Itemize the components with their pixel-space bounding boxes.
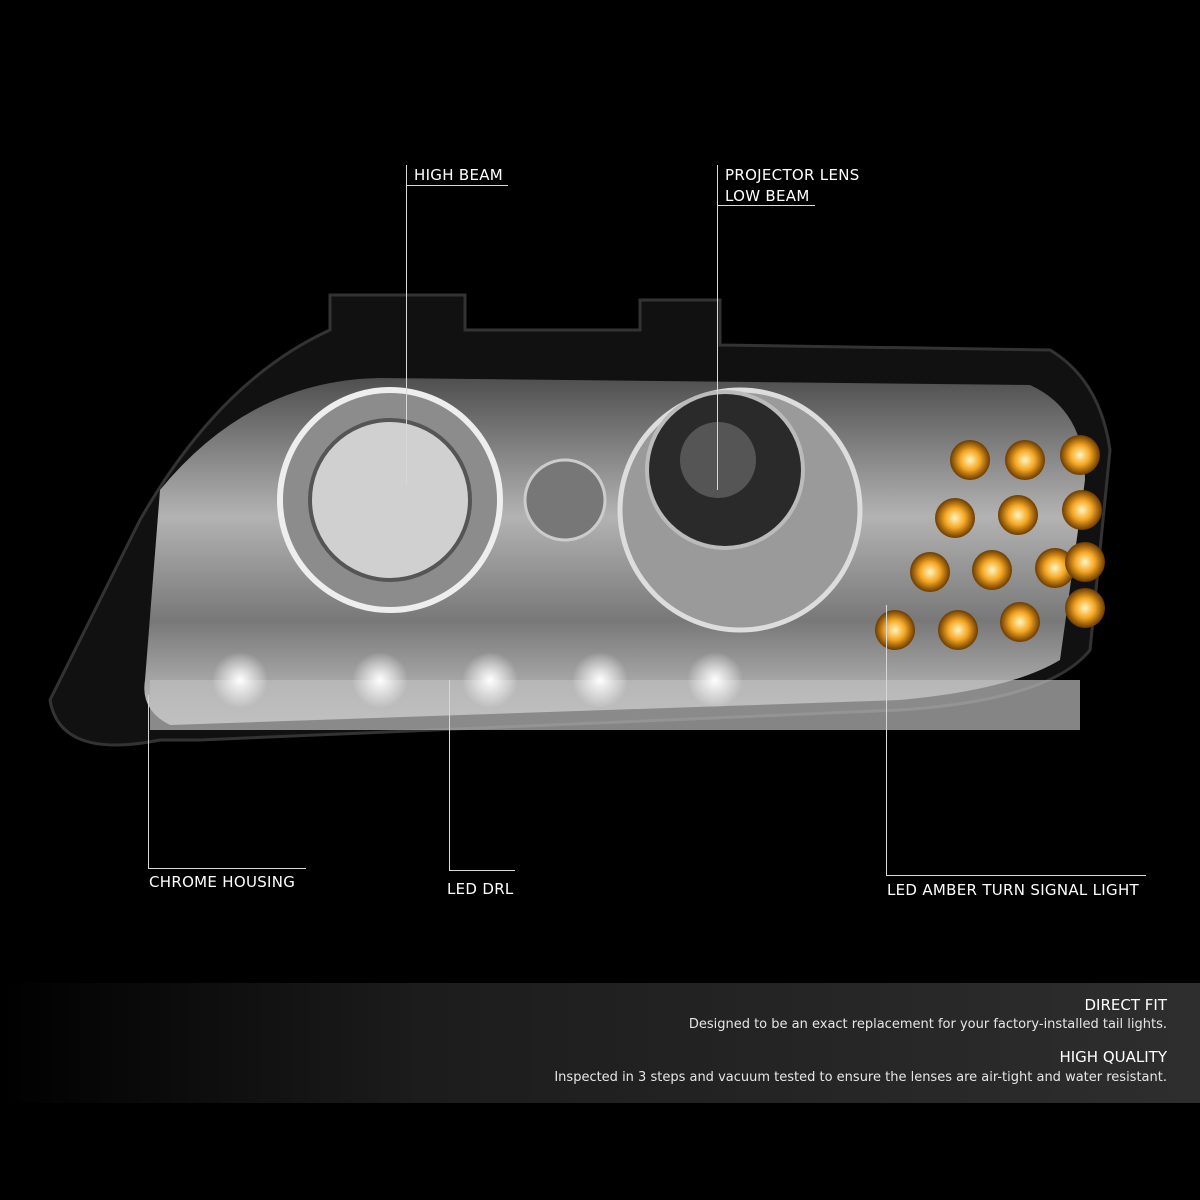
drl-led (572, 652, 628, 708)
amber-led (1062, 490, 1102, 530)
feature-description: Designed to be an exact replacement for … (688, 1017, 1167, 1032)
drl-led (687, 652, 743, 708)
amber-led (1065, 588, 1105, 628)
features-band: DIRECT FIT Designed to be an exact repla… (0, 983, 1200, 1103)
amber-led (998, 495, 1038, 535)
amber-signal-underline (886, 875, 1146, 876)
amber-led (950, 440, 990, 480)
projector-label-line1: PROJECTOR LENS (725, 166, 860, 184)
feature-description: Inspected in 3 steps and vacuum tested t… (554, 1070, 1167, 1085)
high-beam-label: HIGH BEAM (414, 166, 504, 184)
feature-title: HIGH QUALITY (1059, 1048, 1167, 1066)
amber-led (1065, 542, 1105, 582)
drl-led-strip (212, 652, 743, 708)
projector-underline (717, 205, 815, 206)
amber-led (1060, 435, 1100, 475)
projector-leader (717, 165, 718, 490)
headlight-housing (48, 293, 1112, 747)
amber-led (935, 498, 975, 538)
amber-led (938, 610, 978, 650)
led-drl-underline (449, 870, 515, 871)
amber-led (972, 550, 1012, 590)
high-beam-underline (406, 185, 508, 186)
amber-signal-leader (886, 605, 887, 875)
amber-led (1000, 602, 1040, 642)
chrome-housing-label: CHROME HOUSING (149, 873, 296, 891)
high-beam-leader (406, 165, 407, 485)
amber-led-cluster (875, 435, 1105, 650)
led-drl-label: LED DRL (447, 880, 514, 898)
led-drl-leader (449, 680, 450, 870)
chrome-housing-leader (148, 695, 149, 868)
chrome-housing-underline (148, 868, 306, 869)
feature-title: DIRECT FIT (1084, 996, 1168, 1014)
amber-led (910, 552, 950, 592)
amber-signal-label: LED AMBER TURN SIGNAL LIGHT (887, 881, 1139, 899)
projector-label-line2: LOW BEAM (725, 187, 810, 205)
drl-led (462, 652, 518, 708)
amber-led (1035, 548, 1075, 588)
amber-led (875, 610, 915, 650)
amber-led (1005, 440, 1045, 480)
drl-led (352, 652, 408, 708)
drl-led (212, 652, 268, 708)
